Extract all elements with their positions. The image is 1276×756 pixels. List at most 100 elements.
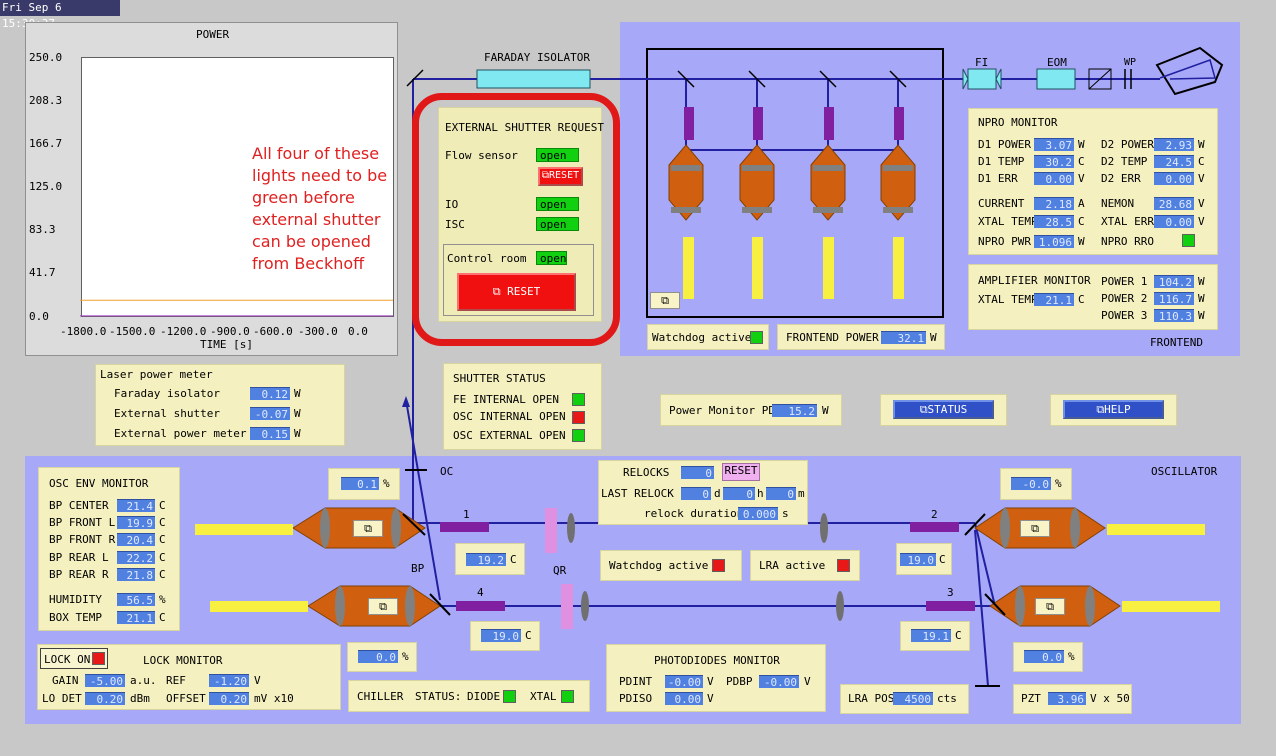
npro-pwr-unit: W: [1078, 235, 1085, 248]
npro-value: 0.00: [1154, 172, 1194, 186]
window-icon: ⧉: [379, 600, 387, 613]
npro-value: 28.5: [1034, 215, 1074, 229]
osc-env-value: 20.4: [117, 533, 155, 547]
flow-reset-button[interactable]: ⧉RESET: [538, 167, 583, 186]
npro-unit: W: [1198, 138, 1205, 151]
relocks-reset-button[interactable]: RESET: [722, 463, 760, 481]
amplifier-title: AMPLIFIER MONITOR: [978, 274, 1091, 287]
pump-head-bl-button[interactable]: ⧉: [368, 598, 398, 615]
osc-env-value: 21.8: [117, 568, 155, 582]
npro-label: XTAL ERR: [1101, 215, 1154, 228]
npro-value: 28.68: [1154, 197, 1194, 211]
photodiodes-monitor-panel: PHOTODIODES MONITOR PDINT -0.00 V PDBP -…: [606, 644, 826, 712]
y-tick: 250.0: [29, 51, 63, 64]
pct-value: -0.0: [1011, 477, 1051, 491]
osc-env-label: BP REAR L: [49, 551, 109, 564]
osc-env-title: OSC ENV MONITOR: [49, 477, 149, 490]
pdbp-unit: V: [804, 675, 811, 688]
chiller-diode-label: DIODE: [467, 690, 501, 703]
npro-unit: V: [1078, 172, 1085, 185]
pump-head-tr-button[interactable]: ⧉: [1020, 520, 1050, 537]
power-chart-window: POWER 250.0 208.3 166.7 125.0 83.3 41.7 …: [25, 22, 398, 356]
frontend-detail-button[interactable]: ⧉: [650, 292, 680, 309]
lra-pos-panel: LRA POS 4500 cts: [840, 684, 969, 714]
frontend-watchdog-panel: Watchdog active: [647, 324, 769, 350]
offset-unit: mV x10: [254, 692, 294, 705]
pzt-value: 3.96: [1048, 692, 1086, 706]
ref-label: REF: [166, 674, 186, 687]
reset-icon: ⧉: [541, 170, 550, 181]
status-button[interactable]: ⧉STATUS: [893, 400, 994, 419]
amplifier-monitor-panel: AMPLIFIER MONITOR XTAL TEMP 21.1 C POWER…: [968, 264, 1218, 330]
relocks-panel: RELOCKS 0 RESET LAST RELOCK 0 d 0 h 0 m …: [598, 460, 808, 525]
power-monitor-pd-value: 15.2: [772, 404, 817, 418]
frontend-label: FRONTEND: [1150, 336, 1203, 349]
y-tick: 0.0: [29, 310, 49, 323]
power-monitor-pd-unit: W: [822, 404, 829, 417]
pct-value: 0.0: [358, 650, 398, 664]
lock-on-box: LOCK ON: [40, 648, 108, 669]
qr-label: QR: [553, 564, 567, 577]
temp-1-panel: 19.2 C: [455, 543, 525, 575]
chiller-status-label: STATUS:: [415, 690, 462, 703]
shutter-status-label: FE INTERNAL OPEN: [453, 393, 559, 406]
npro-label: D1 ERR: [978, 172, 1018, 185]
frontend-watchdog-indicator: [750, 331, 763, 344]
lra-pos-unit: cts: [937, 692, 957, 705]
last-relock-days: 0: [681, 487, 711, 501]
mirror-label-3: 3: [947, 586, 954, 599]
npro-pwr-label: NPRO PWR: [978, 235, 1031, 248]
control-reset-button[interactable]: ⧉ RESET: [457, 273, 576, 311]
osc-env-label: BP REAR R: [49, 568, 109, 581]
pct-bl-panel: 0.0 %: [347, 642, 417, 672]
lpm-value: -0.07: [250, 407, 290, 421]
pct-tl-panel: 0.1 %: [328, 468, 400, 500]
pzt-panel: PZT 3.96 V x 50: [1013, 684, 1132, 714]
relock-duration-label: relock duration: [644, 507, 744, 520]
amp-power-label: POWER 2: [1101, 292, 1148, 305]
isc-status: open: [536, 217, 579, 231]
pdiso-value: 0.00: [665, 692, 703, 706]
gain-unit: a.u.: [130, 674, 157, 687]
osc-env-label: HUMIDITY: [49, 593, 102, 606]
osc-env-value: 21.1: [117, 611, 155, 625]
isc-label: ISC: [445, 218, 465, 231]
amp-power-label: POWER 3: [1101, 309, 1148, 322]
npro-unit: V: [1198, 215, 1205, 228]
chiller-label: CHILLER: [357, 690, 404, 703]
npro-value: 2.93: [1154, 138, 1194, 152]
osc-env-unit: C: [159, 551, 166, 564]
pump-head-br-button[interactable]: ⧉: [1035, 598, 1065, 615]
npro-unit: V: [1198, 197, 1205, 210]
lpm-label: External shutter: [114, 407, 220, 420]
help-button[interactable]: ⧉HELP: [1063, 400, 1164, 419]
lpm-unit: W: [294, 407, 301, 420]
lra-pos-label: LRA POS: [848, 692, 895, 705]
y-tick: 208.3: [29, 94, 63, 107]
lpm-label: External power meter: [114, 427, 247, 440]
control-room-label: Control room: [447, 252, 527, 265]
temp-unit: C: [525, 629, 532, 642]
pdint-label: PDINT: [619, 675, 653, 688]
chiller-xtal-indicator: [561, 690, 574, 703]
pump-head-tl-button[interactable]: ⧉: [353, 520, 383, 537]
npro-value: 0.00: [1034, 172, 1074, 186]
x-tick: -300.0: [298, 325, 338, 338]
offset-value: 0.20: [209, 692, 249, 706]
frontend-power-label: FRONTEND POWER: [786, 331, 879, 344]
osc-env-monitor-panel: OSC ENV MONITOR BP CENTER 21.4 C BP FRON…: [38, 467, 180, 631]
pdiso-unit: V: [707, 692, 714, 705]
pct-br-panel: 0.0 %: [1013, 642, 1083, 672]
oc-label: OC: [440, 465, 454, 478]
lock-monitor-panel: LOCK ON LOCK MONITOR GAIN -5.00 a.u. REF…: [37, 644, 341, 710]
power-monitor-pd-label: Power Monitor PD: [669, 404, 775, 417]
osc-env-label: BP CENTER: [49, 499, 109, 512]
npro-unit: C: [1078, 215, 1085, 228]
amp-power-unit: W: [1198, 292, 1205, 305]
lra-active-panel: LRA active: [750, 550, 860, 581]
plot-area: [81, 57, 394, 317]
npro-label: CURRENT: [978, 197, 1025, 210]
npro-rro-label: NPRO RRO: [1101, 235, 1154, 248]
x-tick: -1500.0: [109, 325, 156, 338]
